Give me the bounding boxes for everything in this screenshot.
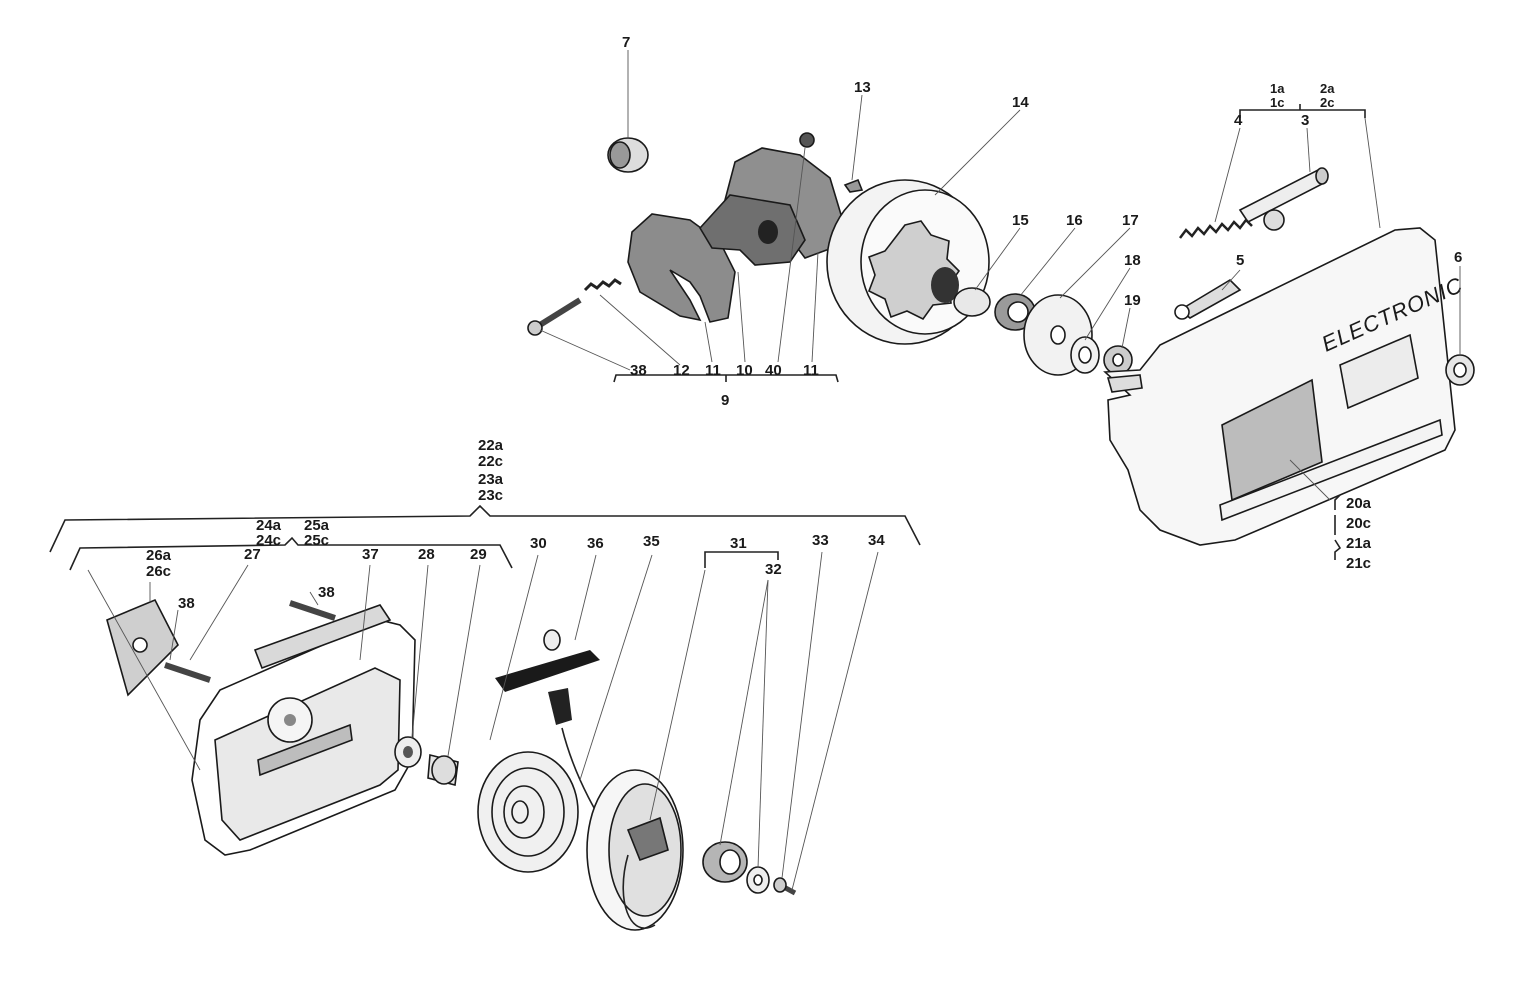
- callout-24a: 24a: [256, 517, 282, 534]
- callout-1a: 1a: [1270, 81, 1285, 96]
- part-38-screw-clutch: [527, 297, 582, 336]
- clutch-assembly: [527, 132, 1133, 376]
- callout-20c: 20c: [1346, 515, 1371, 532]
- callout-26c: 26c: [146, 563, 171, 580]
- callout-labels: 7 13 14 15 16 17 18 19 1a 1c 2a 2c 4 3 5…: [146, 34, 1462, 612]
- part-31-needle-bearing: [702, 841, 748, 883]
- callout-36: 36: [587, 535, 604, 552]
- part-33-screw: [773, 877, 797, 896]
- callout-13: 13: [854, 79, 871, 96]
- callout-6: 6: [1454, 249, 1462, 266]
- callout-21c: 21c: [1346, 555, 1371, 572]
- part-7-bushing: [607, 137, 649, 173]
- callout-35: 35: [643, 533, 660, 550]
- callout-2a: 2a: [1320, 81, 1335, 96]
- part-15-sleeve: [953, 287, 991, 317]
- callout-37: 37: [362, 546, 379, 563]
- part-18-washer: [1070, 336, 1100, 374]
- callout-2c: 2c: [1320, 95, 1334, 110]
- part-32-washer: [746, 866, 770, 894]
- callout-25a: 25a: [304, 517, 330, 534]
- callout-24c: 24c: [256, 532, 281, 549]
- part-38-screw-housing: [289, 600, 336, 621]
- callout-11-rear: 11: [803, 362, 819, 379]
- callout-27: 27: [244, 546, 261, 563]
- part-28-washer: [394, 736, 422, 768]
- callout-28: 28: [418, 546, 435, 563]
- callout-16: 16: [1066, 212, 1083, 229]
- leader-lines: [87, 50, 1461, 891]
- callout-38-clutch: 38: [630, 362, 647, 379]
- part-29-bushing: [427, 753, 459, 787]
- callout-12: 12: [673, 362, 690, 379]
- part-20-filter-window: [1221, 378, 1323, 502]
- part-6-nut: [1445, 354, 1475, 386]
- callout-19: 19: [1124, 292, 1141, 309]
- callout-9: 9: [721, 392, 729, 409]
- callout-17: 17: [1122, 212, 1139, 229]
- starter-assembly: [106, 598, 797, 931]
- callout-22a: 22a: [478, 437, 504, 454]
- part-13-key: [843, 178, 864, 193]
- part-5-lever: [1174, 278, 1242, 320]
- callout-1c: 1c: [1270, 95, 1284, 110]
- callout-25c: 25c: [304, 532, 329, 549]
- callout-38-housing: 38: [318, 584, 335, 601]
- callout-29: 29: [470, 546, 487, 563]
- callout-5: 5: [1236, 252, 1244, 269]
- callout-21a: 21a: [1346, 535, 1372, 552]
- callout-20a: 20a: [1346, 495, 1372, 512]
- callout-40: 40: [765, 362, 782, 379]
- callout-11-front: 11: [705, 362, 721, 379]
- part-27-screw: [164, 662, 211, 683]
- part-26-filter-pad: [106, 598, 179, 697]
- part-14-clutch-drum: [826, 179, 990, 345]
- part-10-clutch-hub: [699, 194, 806, 266]
- callout-18: 18: [1124, 252, 1141, 269]
- callout-31: 31: [730, 535, 747, 552]
- callout-30: 30: [530, 535, 547, 552]
- callout-23c: 23c: [478, 487, 503, 504]
- callout-14: 14: [1012, 94, 1029, 111]
- part-40-nut: [799, 132, 815, 148]
- side-cover-assembly: ELECTRONIC: [1103, 167, 1475, 546]
- brackets: [49, 104, 1366, 571]
- callout-3: 3: [1301, 112, 1309, 129]
- callout-10: 10: [736, 362, 753, 379]
- callout-23a: 23a: [478, 471, 504, 488]
- part-1-side-cover: [1103, 227, 1456, 546]
- callout-34: 34: [868, 532, 885, 549]
- part-16-needle-bearing: [994, 293, 1036, 331]
- callout-7: 7: [622, 34, 630, 51]
- callout-33: 33: [812, 532, 829, 549]
- part-4-spring: [1179, 218, 1253, 239]
- callout-32: 32: [765, 561, 782, 578]
- part-30-spring-coil: [477, 751, 579, 873]
- callout-15: 15: [1012, 212, 1029, 229]
- part-3-pin: [1238, 167, 1329, 231]
- callout-38-pad: 38: [178, 595, 195, 612]
- callout-4: 4: [1234, 112, 1243, 129]
- part-12-spring: [583, 278, 622, 292]
- callout-22c: 22c: [478, 453, 503, 470]
- part-35-pulley: [586, 769, 684, 931]
- callout-26a: 26a: [146, 547, 172, 564]
- part-19-nut: [1103, 345, 1133, 375]
- part-22-starter-housing: [191, 604, 416, 856]
